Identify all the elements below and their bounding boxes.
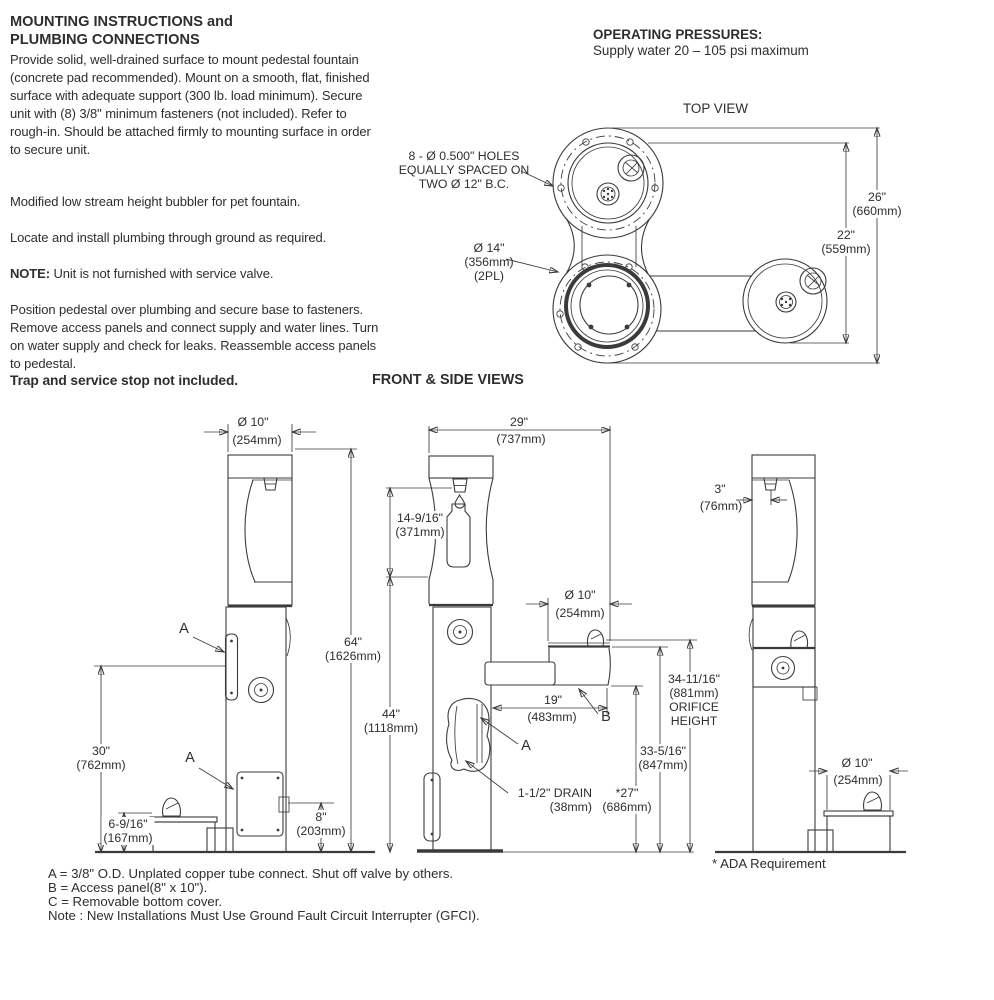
instructions-para2: Modified low stream height bubbler for p… bbox=[10, 194, 301, 209]
left-view-dim-30: 30"(762mm) bbox=[74, 744, 128, 773]
left-view-dia10-in: Ø 10" bbox=[237, 415, 269, 429]
front-side-views-title: FRONT & SIDE VIEWS bbox=[372, 372, 524, 388]
front-view-drain-label: 1-1/2" DRAIN(38mm) bbox=[517, 786, 592, 815]
ada-requirement-note: * ADA Requirement bbox=[712, 856, 826, 871]
front-view-callout-a: A bbox=[521, 738, 531, 754]
front-view-dia10-in: Ø 10" bbox=[564, 588, 596, 602]
instructions-heading-line1: MOUNTING INSTRUCTIONS and bbox=[10, 14, 233, 30]
right-view-dim-3-in: 3" bbox=[714, 482, 726, 496]
front-view-dim-29-mm: (737mm) bbox=[496, 432, 546, 446]
front-view-dia10-mm: (254mm) bbox=[555, 606, 605, 620]
left-side-view-drawing bbox=[94, 424, 375, 852]
front-view-dim-27: *27"(686mm) bbox=[600, 786, 654, 815]
instructions-para3: Locate and install plumbing through grou… bbox=[10, 230, 327, 245]
legend-c: C = Removable bottom cover. bbox=[48, 894, 223, 909]
top-view-dia14-label: Ø 14"(356mm)(2PL) bbox=[464, 241, 514, 284]
legend-b: B = Access panel(8" x 10"). bbox=[48, 880, 208, 895]
instructions-para4: Position pedestal over plumbing and secu… bbox=[10, 302, 379, 371]
front-view-dim-29-in: 29" bbox=[509, 415, 529, 429]
left-view-dim-8: 8"(203mm) bbox=[294, 810, 348, 839]
note-label: NOTE: bbox=[10, 266, 50, 281]
front-view-dim-33-5-16: 33-5/16"(847mm) bbox=[636, 744, 690, 773]
left-view-callout-a-lower: A bbox=[185, 750, 195, 766]
front-view-dim-14-9-16: 14-9/16"(371mm) bbox=[393, 511, 447, 540]
instructions-para1: Provide solid, well-drained surface to m… bbox=[10, 52, 371, 157]
top-view-title: TOP VIEW bbox=[683, 101, 748, 116]
legend-a: A = 3/8" O.D. Unplated copper tube conne… bbox=[48, 866, 454, 881]
left-view-dim-6-9-16: 6-9/16"(167mm) bbox=[101, 817, 155, 846]
front-view-callout-b: B bbox=[601, 709, 611, 725]
note-text: Unit is not furnished with service valve… bbox=[49, 266, 274, 281]
front-view-dim-19-in: 19" bbox=[543, 693, 563, 707]
instructions-para4-bold: Trap and service stop not included. bbox=[10, 373, 239, 388]
instructions-heading-line2: PLUMBING CONNECTIONS bbox=[10, 32, 200, 48]
operating-pressures-text: Supply water 20 – 105 psi maximum bbox=[593, 43, 809, 58]
right-view-dia10-in: Ø 10" bbox=[841, 756, 873, 770]
right-view-dia10-mm: (254mm) bbox=[833, 773, 883, 787]
right-view-dim-3-mm: (76mm) bbox=[699, 499, 743, 513]
top-view-dim-26: 26"(660mm) bbox=[850, 190, 904, 219]
left-view-callout-a-upper: A bbox=[179, 621, 189, 637]
gfci-note: Note : New Installations Must Use Ground… bbox=[48, 908, 480, 923]
instructions-note: NOTE: Unit is not furnished with service… bbox=[10, 265, 390, 283]
front-view-dim-44: 44"(1118mm) bbox=[361, 707, 421, 736]
operating-pressures-heading: OPERATING PRESSURES: bbox=[593, 27, 763, 42]
front-view-dim-19-mm: (483mm) bbox=[527, 710, 577, 724]
right-side-view-drawing bbox=[715, 454, 908, 854]
left-view-dia10-mm: (254mm) bbox=[232, 433, 282, 447]
top-view-drawing bbox=[505, 128, 880, 363]
left-view-dim-64: 64"(1626mm) bbox=[322, 635, 384, 664]
top-view-dim-22: 22"(559mm) bbox=[819, 228, 873, 257]
